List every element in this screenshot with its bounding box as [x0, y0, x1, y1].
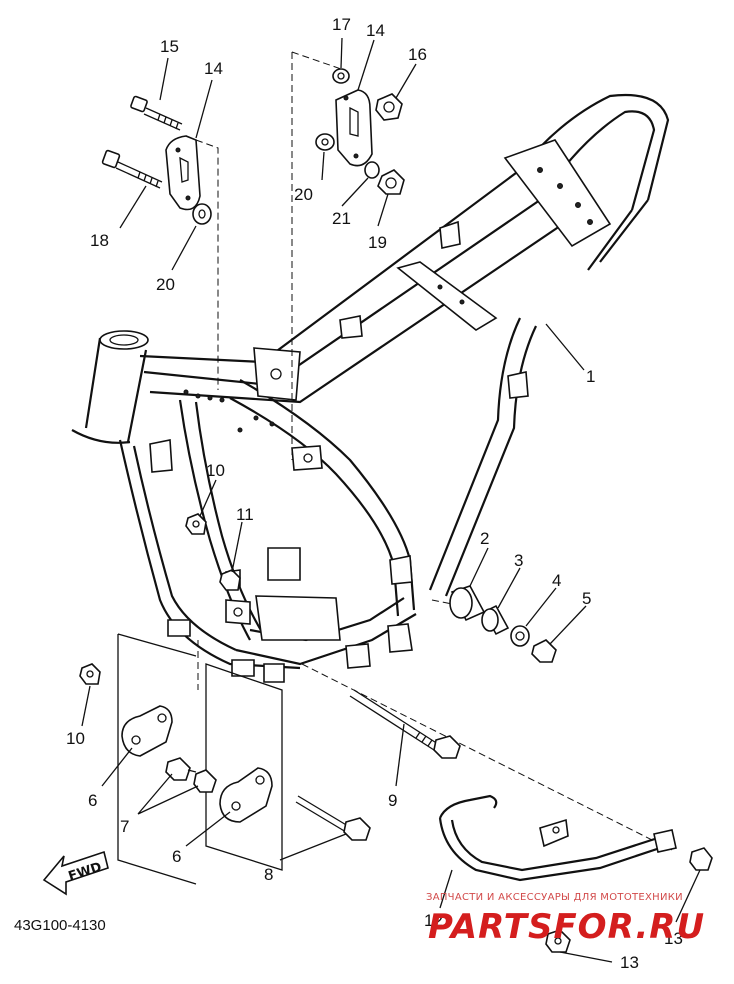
callout-17: 17 — [332, 15, 351, 34]
callout-14-right: 14 — [366, 21, 385, 40]
callout-13-right: 13 — [664, 929, 683, 948]
bolts-7 — [165, 757, 217, 793]
bracket-14-left — [165, 135, 201, 211]
callout-6-upper: 6 — [88, 791, 97, 810]
engine-bracket-6-upper — [121, 705, 173, 757]
callout-9: 9 — [388, 791, 397, 810]
nut-17 — [332, 68, 350, 84]
washer-4 — [510, 625, 530, 647]
callout-12: 12 — [424, 911, 443, 930]
callout-5: 5 — [582, 589, 591, 608]
callout-10-lower: 10 — [66, 729, 85, 748]
callout-2: 2 — [480, 529, 489, 548]
callout-6-lower: 6 — [172, 847, 181, 866]
callout-19: 19 — [368, 233, 387, 252]
collar-2 — [449, 585, 486, 622]
callout-18: 18 — [90, 231, 109, 250]
bolt-8 — [295, 795, 371, 841]
callouts: 1 2 3 4 5 6 6 7 8 9 10 10 11 12 13 13 14… — [66, 15, 683, 972]
callout-10-upper: 10 — [206, 461, 225, 480]
washer-20-right — [315, 133, 335, 151]
nut-10-upper — [185, 513, 207, 535]
engine-guard-12 — [438, 794, 677, 882]
washer-21 — [364, 161, 380, 179]
bolt-9 — [349, 689, 461, 759]
bolt-15 — [130, 95, 183, 131]
watermark: ЗАПЧАСТИ И АКСЕССУАРЫ ДЛЯ МОТОТЕХНИКИ PA… — [426, 892, 705, 947]
bolt-5 — [531, 639, 557, 663]
callout-21: 21 — [332, 209, 351, 228]
callout-15: 15 — [160, 37, 179, 56]
callout-20-left: 20 — [156, 275, 175, 294]
diagram-ref-code: 43G100-4130 — [14, 917, 106, 934]
leader-lines — [81, 37, 701, 963]
nut-19 — [377, 169, 405, 195]
watermark-tagline: ЗАПЧАСТИ И АКСЕССУАРЫ ДЛЯ МОТОТЕХНИКИ — [426, 892, 683, 903]
collar-3 — [481, 604, 510, 636]
callout-3: 3 — [514, 551, 523, 570]
nut-10-lower — [79, 663, 101, 685]
main-frame — [71, 94, 670, 683]
callout-8: 8 — [264, 865, 273, 884]
callout-13-bottom: 13 — [620, 953, 639, 972]
callout-7: 7 — [120, 817, 129, 836]
callout-14-left: 14 — [204, 59, 223, 78]
bracket-14-right — [335, 89, 373, 167]
nut-16 — [375, 93, 403, 121]
bolt-13-bottom — [545, 929, 571, 953]
callout-20-right: 20 — [294, 185, 313, 204]
callout-11: 11 — [236, 505, 254, 524]
bolt-13-right — [689, 847, 713, 871]
bolt-18 — [101, 149, 163, 189]
callout-4: 4 — [552, 571, 561, 590]
watermark-brand: PARTSFOR.RU — [428, 907, 705, 947]
washer-20-left — [192, 203, 212, 225]
engine-bracket-6-lower — [219, 767, 273, 823]
callout-16: 16 — [408, 45, 427, 64]
callout-1: 1 — [586, 367, 595, 386]
fwd-arrow-icon: FWD — [42, 850, 109, 896]
